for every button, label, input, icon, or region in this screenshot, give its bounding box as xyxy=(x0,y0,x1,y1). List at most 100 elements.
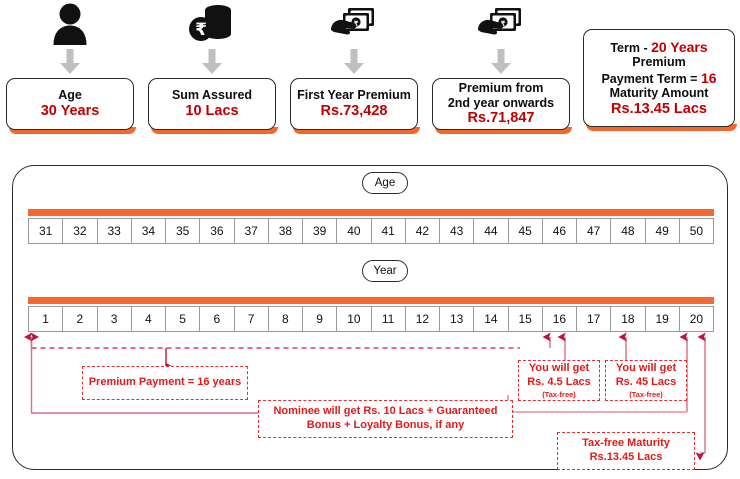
payout-16-line-2: Rs. 4.5 Lacs xyxy=(527,375,591,388)
ppt-value: 16 xyxy=(700,69,717,86)
maturity-line-2: Rs.13.45 Lacs xyxy=(589,451,663,463)
recurring-premium-label-1: Premium from xyxy=(458,81,544,96)
year-cell-3: 3 xyxy=(97,306,132,332)
age-cell-47: 47 xyxy=(577,218,612,244)
down-arrow-icon xyxy=(432,49,570,75)
year-cell-19: 19 xyxy=(645,306,680,332)
age-card-value: 30 Years xyxy=(40,102,100,119)
age-cell-49: 49 xyxy=(645,218,680,244)
year-cell-2: 2 xyxy=(63,306,98,332)
year-cell-20: 20 xyxy=(679,306,714,332)
year-cell-8: 8 xyxy=(268,306,303,332)
down-arrow-icon xyxy=(148,49,276,75)
sum-assured-value: 10 Lacs xyxy=(185,102,239,119)
age-cell-35: 35 xyxy=(166,218,201,244)
age-cell-33: 33 xyxy=(97,218,132,244)
age-cell-37: 37 xyxy=(234,218,269,244)
year-cell-13: 13 xyxy=(440,306,475,332)
svg-text:₹: ₹ xyxy=(354,20,359,28)
maturity-line-1: Tax-free Maturity xyxy=(582,437,670,450)
year-cell-5: 5 xyxy=(166,306,201,332)
callout-premium-payment: Premium Payment = 16 years xyxy=(82,366,248,400)
maturity-amount-value: Rs.13.45 Lacs xyxy=(611,100,707,117)
age-cell-43: 43 xyxy=(440,218,475,244)
year-cell-14: 14 xyxy=(474,306,509,332)
year-orange-bar xyxy=(28,297,714,304)
recurring-premium-label-2: 2nd year onwards xyxy=(447,95,555,110)
sum-assured-label: Sum Assured xyxy=(171,88,253,103)
age-cell-38: 38 xyxy=(268,218,303,244)
term-line: Term - 20 Years xyxy=(610,39,707,56)
year-cell-4: 4 xyxy=(131,306,166,332)
age-cell-32: 32 xyxy=(63,218,98,244)
year-cell-7: 7 xyxy=(234,306,269,332)
year-cell-6: 6 xyxy=(200,306,235,332)
svg-text:₹: ₹ xyxy=(195,20,207,40)
callout-payout-year16: You will get Rs. 4.5 Lacs (Tax-free) xyxy=(518,360,600,401)
payout-18-note: (Tax-free) xyxy=(629,389,663,399)
year-cell-1: 1 xyxy=(28,306,64,332)
summary-card-term-maturity: Term - 20 Years Premium Payment Term = 1… xyxy=(583,0,737,131)
term-value: 20 Years xyxy=(651,38,708,55)
age-cell-42: 42 xyxy=(405,218,440,244)
age-cell-50: 50 xyxy=(679,218,714,244)
cash-hand-icon: ₹ xyxy=(432,0,570,46)
age-cell-39: 39 xyxy=(303,218,338,244)
age-card: Age 30 Years xyxy=(6,78,136,134)
payout-18-line-1: You will get xyxy=(615,362,677,375)
year-cell-16: 16 xyxy=(542,306,577,332)
first-year-premium-value: Rs.73,428 xyxy=(320,102,388,119)
down-arrow-icon xyxy=(6,49,134,75)
callout-nominee: Nominee will get Rs. 10 Lacs + Guarantee… xyxy=(258,400,513,438)
age-cell-40: 40 xyxy=(337,218,372,244)
premium-label: Premium xyxy=(632,55,686,70)
summary-card-sum-assured: ₹ Sum Assured 10 Lacs xyxy=(148,0,278,134)
recurring-premium-card: Premium from 2nd year onwards Rs.71,847 xyxy=(432,78,572,134)
sum-assured-card: Sum Assured 10 Lacs xyxy=(148,78,278,134)
age-cell-45: 45 xyxy=(508,218,543,244)
summary-card-recurring-premium: ₹ Premium from 2nd year onwards Rs.71,84… xyxy=(432,0,572,134)
year-cell-18: 18 xyxy=(611,306,646,332)
year-cell-12: 12 xyxy=(405,306,440,332)
age-cell-46: 46 xyxy=(542,218,577,244)
person-icon xyxy=(6,0,134,46)
svg-text:₹: ₹ xyxy=(501,20,506,28)
summary-card-age: Age 30 Years xyxy=(6,0,136,134)
payout-18-line-2: Rs. 45 Lacs xyxy=(615,375,677,388)
year-cell-9: 9 xyxy=(303,306,338,332)
down-arrow-icon xyxy=(290,49,418,75)
payout-16-line-1: You will get xyxy=(528,362,590,375)
age-cell-44: 44 xyxy=(474,218,509,244)
age-cell-36: 36 xyxy=(200,218,235,244)
age-cell-41: 41 xyxy=(371,218,406,244)
callout-payout-year18: You will get Rs. 45 Lacs (Tax-free) xyxy=(605,360,687,401)
callout-maturity: Tax-free Maturity Rs.13.45 Lacs xyxy=(557,432,695,470)
term-maturity-card: Term - 20 Years Premium Payment Term = 1… xyxy=(583,29,737,131)
age-cell-48: 48 xyxy=(611,218,646,244)
nominee-line-2: Bonus + Loyalty Bonus, if any xyxy=(306,419,465,431)
first-year-premium-label: First Year Premium xyxy=(297,88,411,103)
rupee-coins-icon: ₹ xyxy=(148,0,276,46)
cash-hand-icon: ₹ xyxy=(290,0,418,46)
year-cell-10: 10 xyxy=(337,306,372,332)
nominee-line-1: Nominee will get Rs. 10 Lacs + Guarantee… xyxy=(273,405,498,418)
age-cell-34: 34 xyxy=(131,218,166,244)
ppt-line: Payment Term = 16 xyxy=(601,70,716,87)
age-cell-31: 31 xyxy=(28,218,64,244)
recurring-premium-value: Rs.71,847 xyxy=(467,110,535,127)
year-cell-11: 11 xyxy=(371,306,406,332)
year-cell-15: 15 xyxy=(508,306,543,332)
payout-16-note: (Tax-free) xyxy=(542,389,576,399)
summary-card-first-year-premium: ₹ First Year Premium Rs.73,428 xyxy=(290,0,420,134)
age-card-label: Age xyxy=(58,88,82,103)
maturity-amount-label: Maturity Amount xyxy=(609,86,709,101)
ppt-label: Payment Term = xyxy=(601,71,701,86)
term-label: Term - xyxy=(610,40,652,55)
age-orange-bar xyxy=(28,209,714,216)
first-year-premium-card: First Year Premium Rs.73,428 xyxy=(290,78,420,134)
year-pill-label: Year xyxy=(362,260,408,282)
summary-cards-row: Age 30 Years ₹ Sum Assured xyxy=(0,0,740,155)
age-pill-label: Age xyxy=(362,172,408,194)
